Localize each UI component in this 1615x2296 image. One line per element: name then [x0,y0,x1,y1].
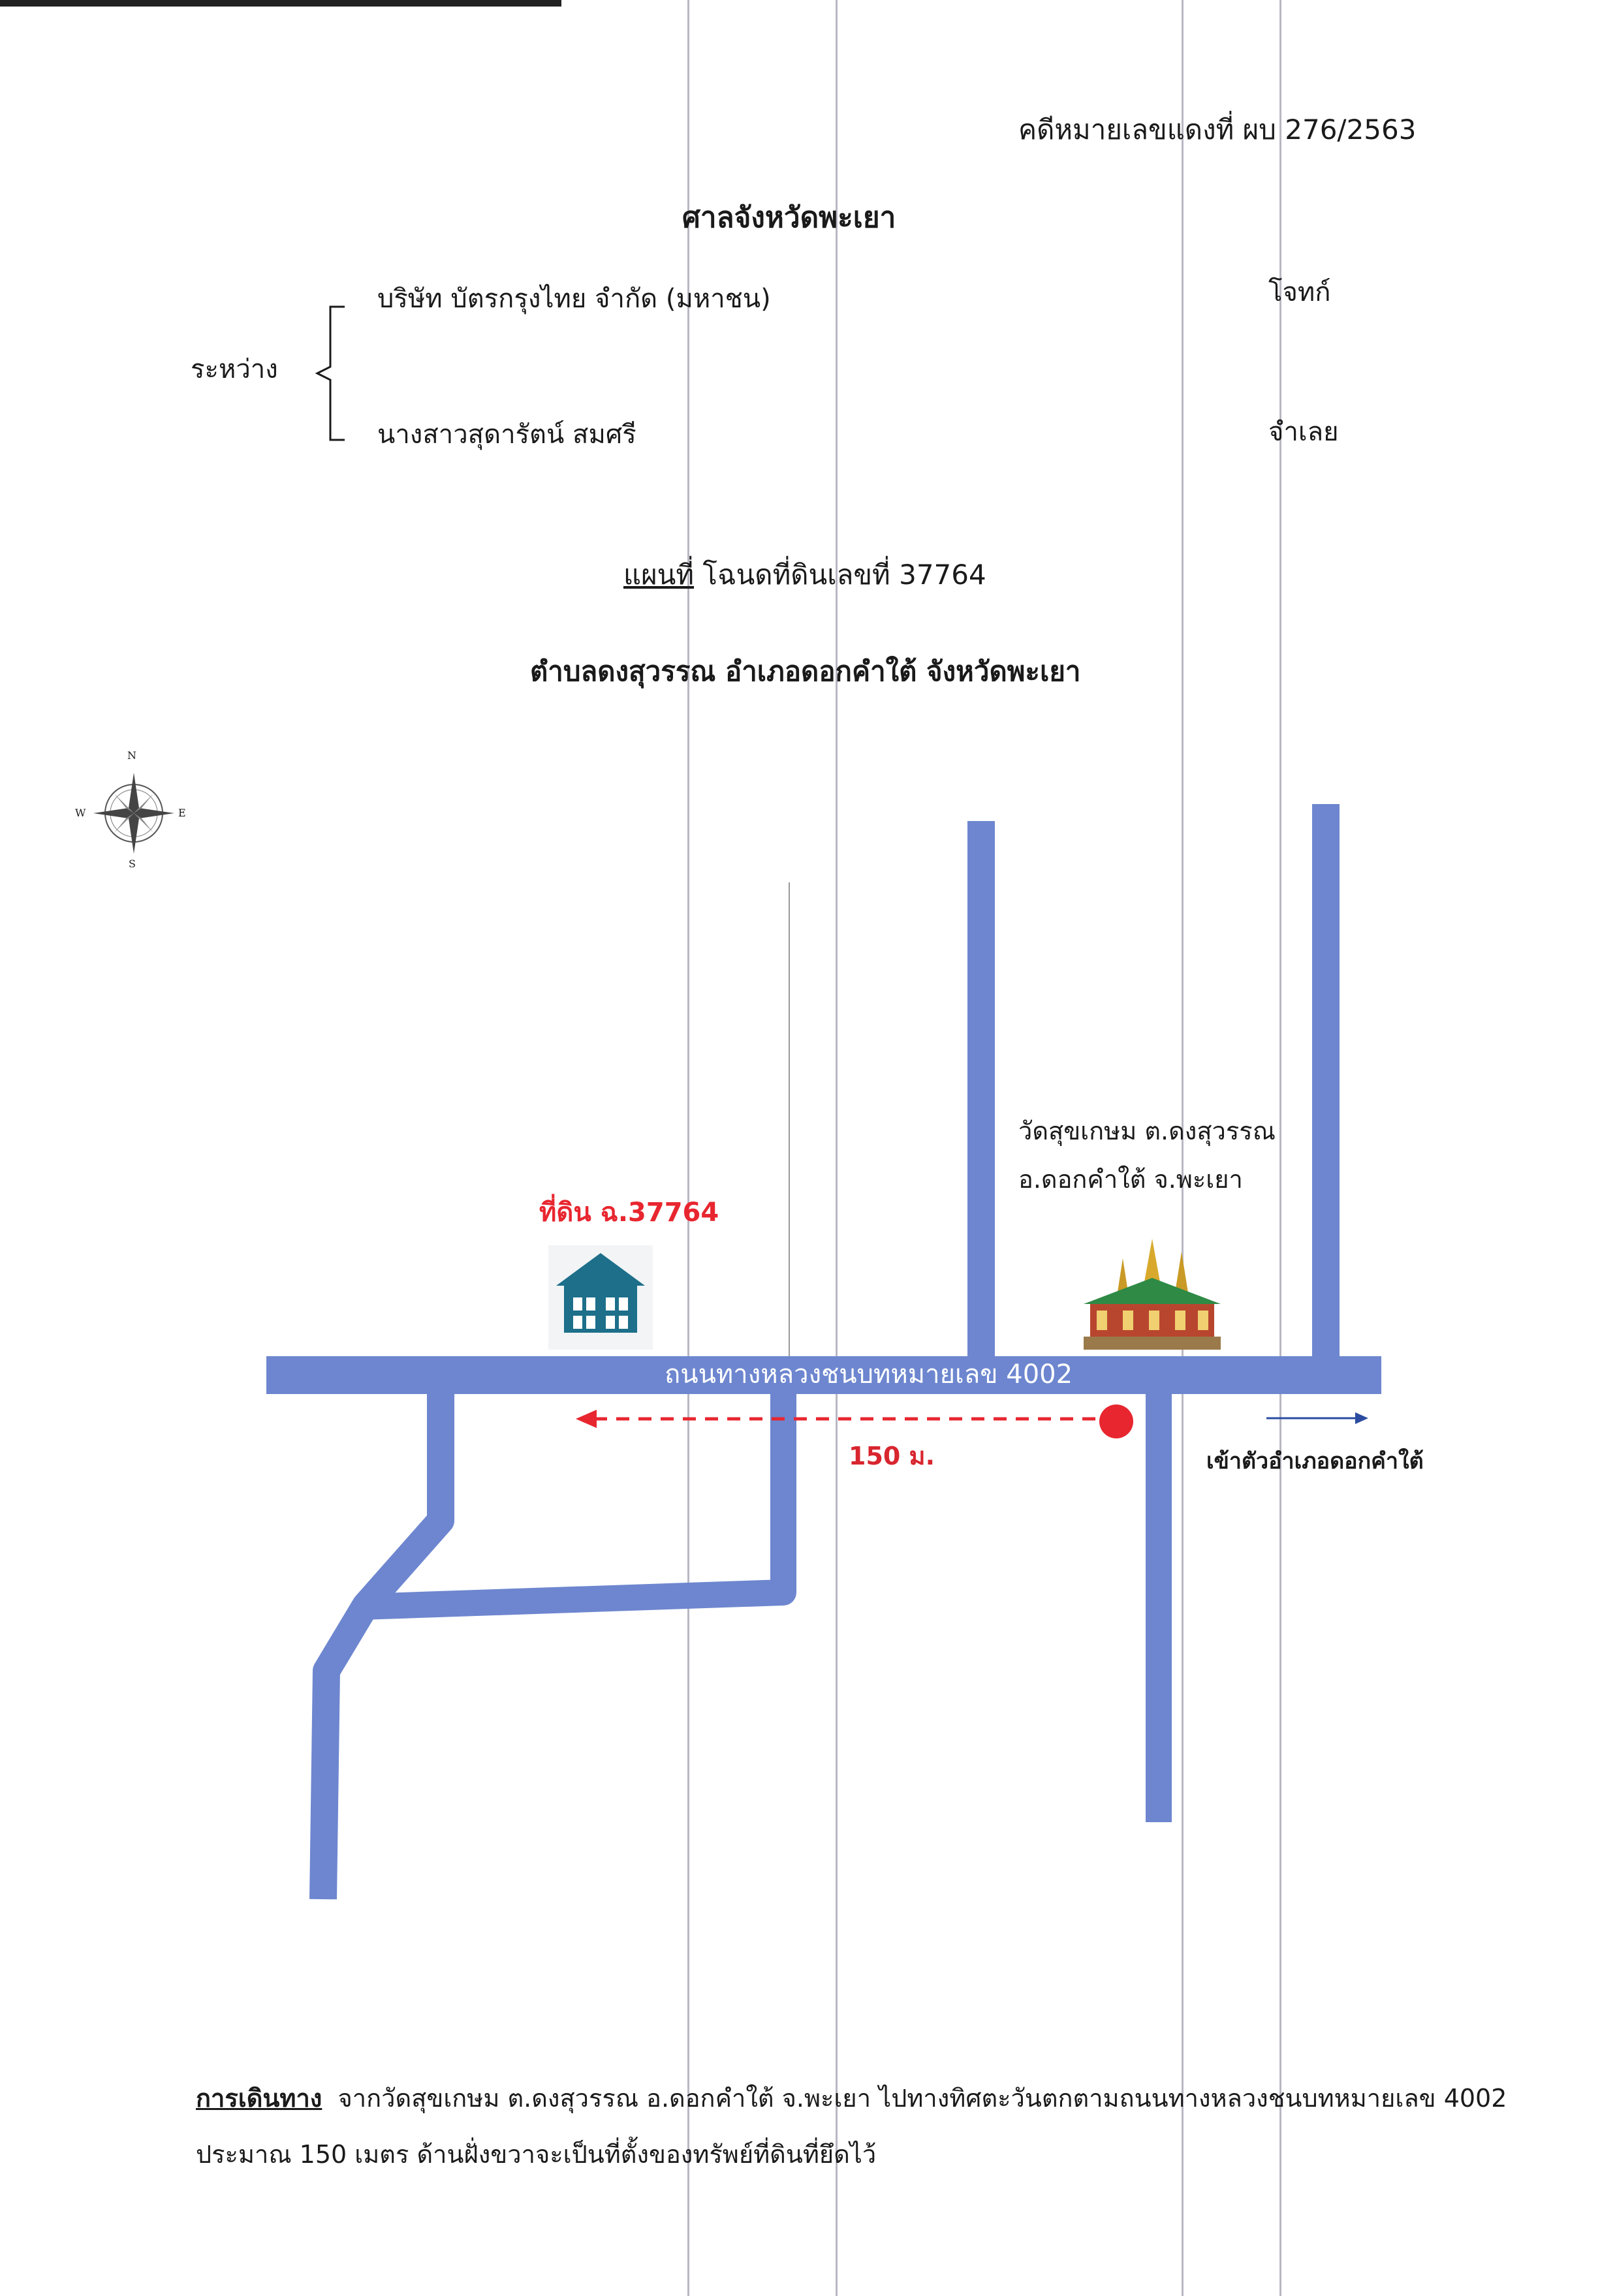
map-subtitle: ตำบลดงสุวรรณ อำเภอดอกคำใต้ จังหวัดพะเยา [530,655,1081,687]
temple-name: วัดสุขเกษม ต.ดงสุวรรณ [1018,1117,1276,1145]
party-brace [315,305,345,441]
directions-text-1: จากวัดสุขเกษม ต.ดงสุวรรณ อ.ดอกคำใต้ จ.พะ… [337,2084,1507,2113]
directions-label: การเดินทาง [196,2084,322,2113]
direction-label: เข้าตัวอำเภอดอกคำใต้ [1206,1448,1424,1474]
directions-line1: การเดินทาง จากวัดสุขเกษม ต.ดงสุวรรณ อ.ดอ… [196,2086,1507,2111]
direction-arrow [1266,1412,1368,1424]
scan-line [687,0,689,2296]
road-temple-right [1312,804,1340,1357]
compass-n: N [127,749,136,762]
road-label: ถนนทางหลวงชนบทหมายเลข 4002 [665,1359,1073,1389]
compass-rose: N S W E [75,751,193,875]
defendant-name: นางสาวสุดารัตน์ สมศรี [377,420,636,450]
map-title: แผนที่ โฉนดที่ดินเลขที่ 37764 [623,561,986,589]
plaintiff-role: โจทก์ [1268,277,1331,307]
map-label: แผนที่ [623,559,695,591]
scan-top-edge [0,0,561,7]
directions-line2: ประมาณ 150 เมตร ด้านฝั่งขวาจะเป็นที่ตั้ง… [196,2140,877,2169]
title-deed: โฉนดที่ดินเลขที่ 37764 [694,559,986,591]
scan-line [1279,0,1281,2296]
plaintiff-name: บริษัท บัตรกรุงไทย จำกัด (มหาชน) [377,284,771,314]
temple-location: อ.ดอกคำใต้ จ.พะเยา [1018,1165,1243,1194]
distance-label: 150 ม. [849,1442,935,1470]
temple-icon [1084,1239,1221,1350]
case-number: คดีหมายเลขแดงที่ ผบ 276/2563 [1018,114,1417,146]
compass-w: W [75,807,86,819]
defendant-role: จำเลย [1268,417,1339,447]
scan-line [1182,0,1184,2296]
scan-line [836,0,838,2296]
location-marker [1099,1404,1133,1438]
distance-arrow [576,1410,1097,1428]
main-road [266,1356,1381,1394]
house-icon [548,1245,653,1350]
compass-icon [93,773,174,854]
land-label: ที่ดิน ฉ.37764 [539,1198,719,1228]
between-label: ระหว่าง [191,354,278,384]
road-temple-left [967,821,995,1357]
road-south [1146,1393,1172,1822]
compass-s: S [129,858,136,870]
thin-path-line [789,882,790,1385]
court-name: ศาลจังหวัดพะเยา [682,201,896,234]
compass-e: E [178,807,186,819]
